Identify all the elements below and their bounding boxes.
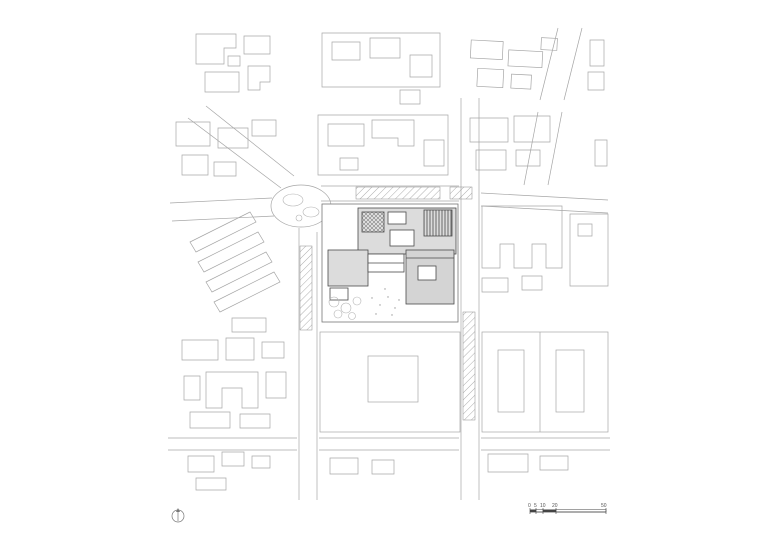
hatched-crossings	[299, 186, 476, 421]
scale-label-5: 5	[534, 503, 537, 509]
annex	[329, 287, 349, 301]
courtyard-opening	[417, 265, 437, 281]
block-top-far-right	[587, 39, 608, 167]
block-top-left	[195, 33, 271, 93]
north-arrow-icon	[171, 508, 185, 523]
glazed-roof-crosshatch	[361, 211, 385, 233]
block-right-lower	[481, 331, 609, 433]
block-second-row-middle	[317, 114, 449, 176]
main-building-left-wing	[327, 249, 369, 287]
scale-label-50: 50	[601, 503, 607, 509]
block-bottom-row	[187, 451, 569, 491]
courtyard-block-south	[319, 331, 461, 433]
street-network	[168, 27, 610, 500]
block-second-row-right	[469, 115, 551, 171]
block-left-lower	[181, 337, 287, 429]
striped-roof-block	[423, 209, 453, 237]
block-left-housing-strips	[189, 211, 281, 333]
block-right-middle	[481, 205, 609, 293]
roof-opening	[387, 211, 407, 225]
block-top-middle	[321, 32, 441, 105]
roof-opening	[389, 229, 415, 247]
scale-label-0: 0	[528, 503, 531, 509]
scale-label-20: 20	[552, 503, 558, 509]
main-building-site	[321, 203, 459, 323]
scale-bar: 0 5 10 20 50	[528, 503, 607, 514]
scale-label-10: 10	[540, 503, 546, 509]
block-top-right	[469, 37, 558, 90]
courtyard-trees	[328, 296, 362, 320]
ground-texture-dots	[371, 288, 400, 316]
block-second-row-left	[175, 119, 277, 177]
